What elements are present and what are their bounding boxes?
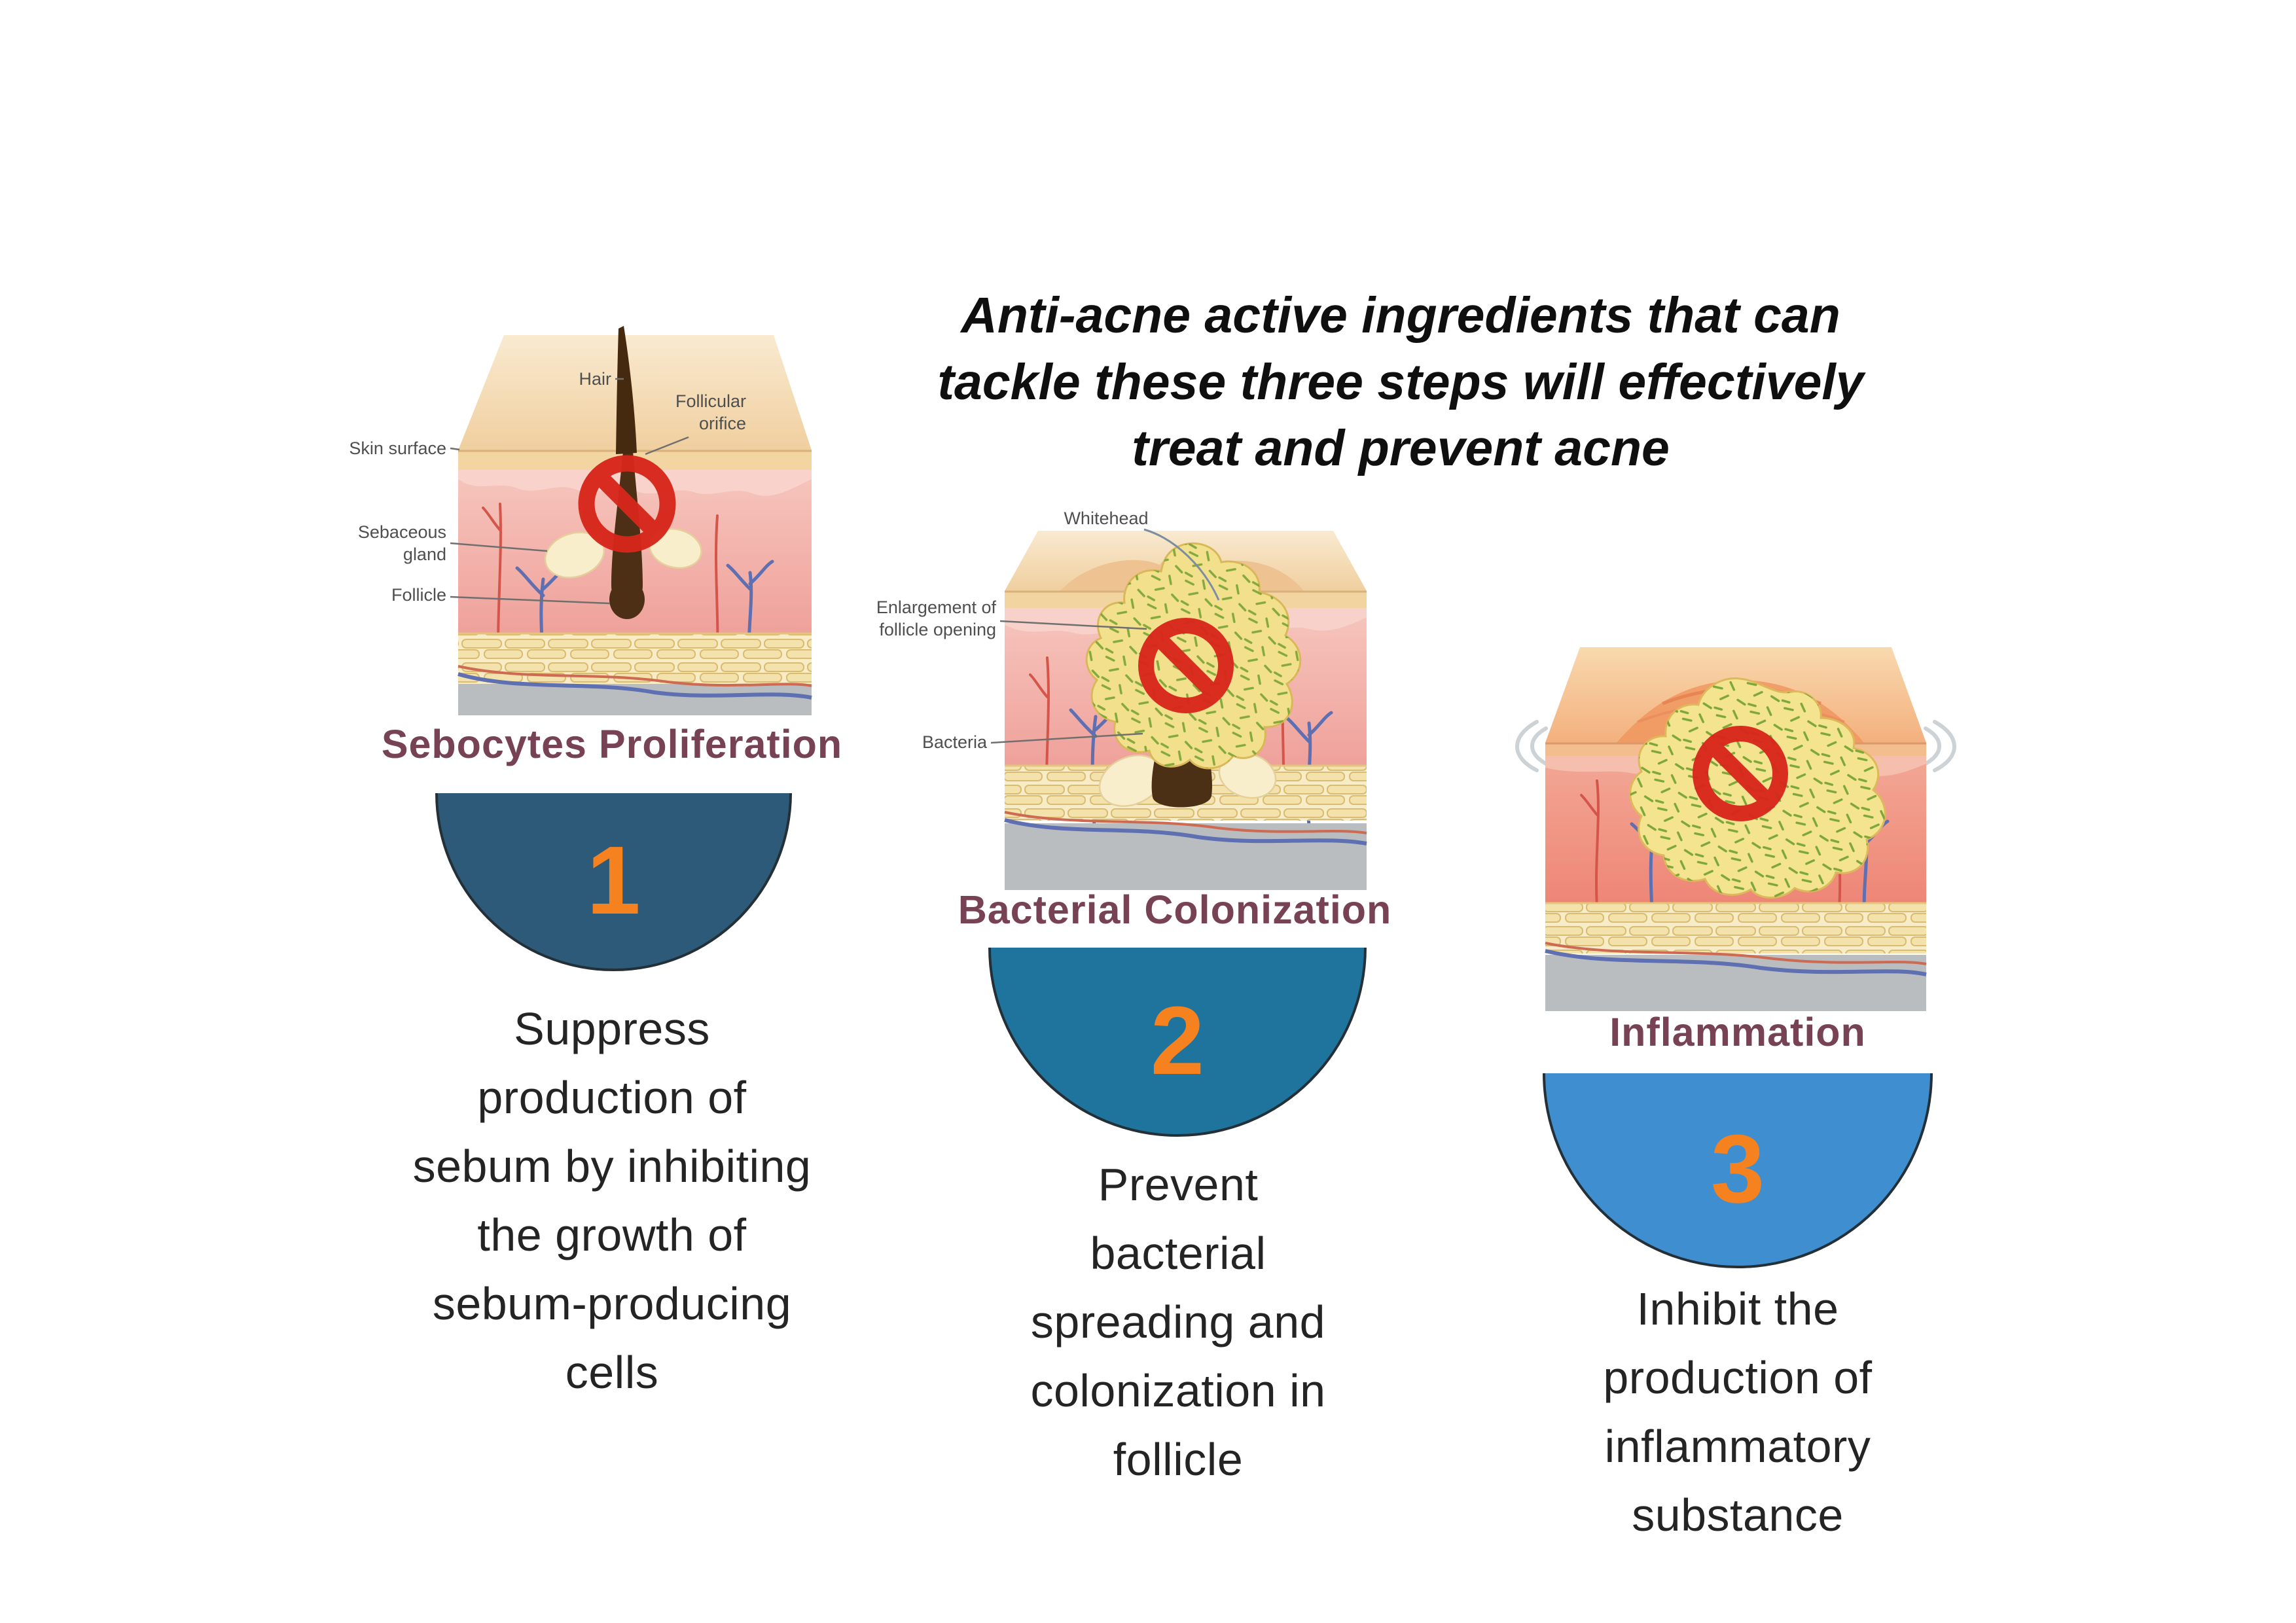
step-1-description: Suppress production of sebum by inhibiti… xyxy=(412,1003,812,1398)
label-enlargement-of-follicle-opening: Enlargement of xyxy=(876,597,997,617)
whitehead-mass xyxy=(1085,542,1302,770)
caption-sebocytes-proliferation: Sebocytes Proliferation xyxy=(381,722,843,766)
whitehead-leader-line xyxy=(1143,528,1220,601)
step-3-description: Inhibit the production of inflammatory s… xyxy=(1603,1283,1873,1541)
caption-inflammation: Inflammation xyxy=(1609,1010,1866,1054)
label-hair: Hair xyxy=(579,369,611,389)
sebocytes-proliferation-illustration: Hair Follicular orifice Skin surface Seb… xyxy=(349,326,812,715)
diagram-labels: Whitehead Enlargement of follicle openin… xyxy=(876,508,1220,752)
page-title: Anti-acne active ingredients that can ta… xyxy=(937,287,1864,477)
step-3-semicircle: 3 xyxy=(1543,1073,1933,1268)
bacteria-speckles xyxy=(1086,543,1300,768)
no-entry-icon xyxy=(578,455,676,553)
label-skin-surface: Skin surface xyxy=(349,438,446,458)
step-3-number: 3 xyxy=(1710,1115,1765,1223)
skin-surface-leader-line xyxy=(450,447,460,451)
follicular-orifice-leader-line xyxy=(645,436,689,455)
skin-block xyxy=(1004,531,1367,890)
label-enlargement-of-follicle-opening: follicle opening xyxy=(879,620,996,639)
sebaceous-glands xyxy=(544,527,702,579)
label-follicular-orifice: orifice xyxy=(699,414,746,433)
skin-block xyxy=(1545,647,1927,1011)
no-entry-icon xyxy=(1693,726,1788,821)
step-2-number: 2 xyxy=(1150,986,1205,1095)
diagram-labels: Hair Follicular orifice Skin surface Seb… xyxy=(349,369,746,605)
sebaceous-gland-leader-line xyxy=(450,542,548,552)
bacterial-colonization-illustration: Whitehead Enlargement of follicle openin… xyxy=(876,508,1367,890)
no-entry-icon xyxy=(1138,618,1234,713)
bacteria-leader-line xyxy=(990,732,1143,744)
step-2-semicircle: 2 xyxy=(988,948,1367,1137)
skin-block xyxy=(457,326,812,715)
enlargement-leader-line xyxy=(999,620,1147,630)
step-1-number: 1 xyxy=(586,827,641,935)
step-1-semicircle: 1 xyxy=(435,793,792,971)
follicle-leader-line xyxy=(450,596,611,605)
sebaceous-glands xyxy=(1098,752,1277,807)
swelling-arcs xyxy=(1515,720,1956,772)
step-2-description: Prevent bacterial spreading and coloniza… xyxy=(1030,1159,1326,1485)
label-sebaceous-gland: gland xyxy=(403,544,446,564)
label-whitehead: Whitehead xyxy=(1064,508,1148,528)
caption-bacterial-colonization: Bacterial Colonization xyxy=(958,887,1392,932)
label-bacteria: Bacteria xyxy=(922,732,988,752)
inflammation-illustration xyxy=(1515,647,1956,1011)
label-sebaceous-gland: Sebaceous xyxy=(358,522,446,542)
label-follicular-orifice: Follicular xyxy=(675,391,746,411)
label-follicle: Follicle xyxy=(391,585,446,605)
